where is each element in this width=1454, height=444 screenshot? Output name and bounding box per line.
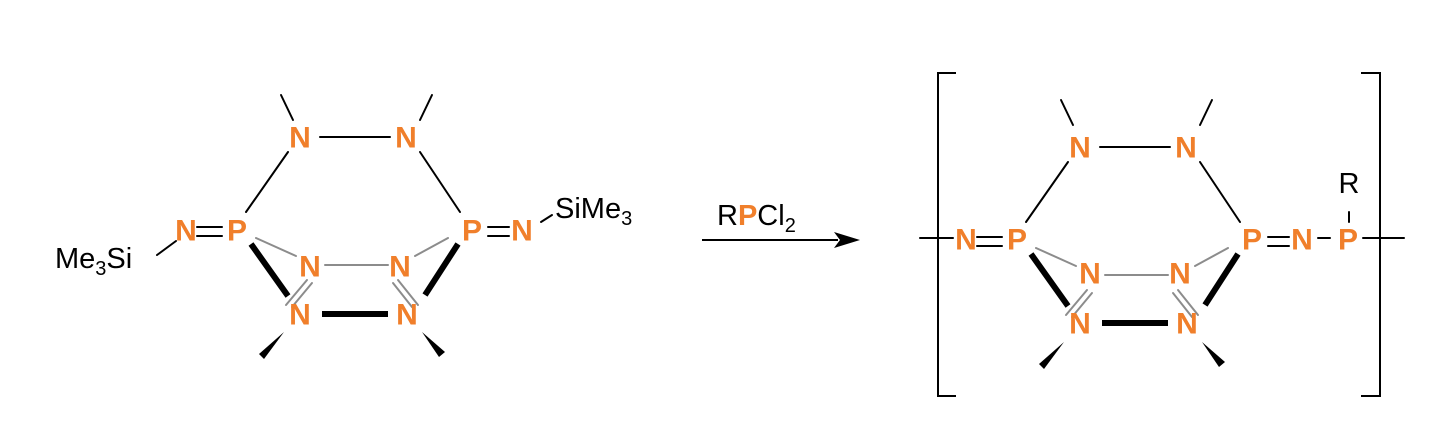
bonds-front (156, 94, 553, 256)
nitrogen-atom: N (175, 215, 197, 248)
wedge-bond (422, 332, 445, 357)
nitrogen-atom: N (1069, 308, 1091, 341)
r-substituent-label: R (1339, 168, 1360, 200)
nitrogen-atom: N (1169, 258, 1191, 291)
wedge-bond (1202, 342, 1225, 367)
trimethylsilyl-label-right: SiMe3 (555, 193, 632, 230)
nitrogen-atom: N (511, 215, 533, 248)
phosphorus-atom: P (1338, 224, 1358, 257)
nitrogen-atom: N (1175, 132, 1197, 165)
wedge-bond (259, 332, 284, 359)
nitrogen-atom: N (395, 122, 417, 155)
phosphorus-atom: P (462, 215, 482, 248)
nitrogen-atom: N (955, 224, 977, 257)
bonds-back (255, 237, 449, 308)
bonds-back (1035, 247, 1229, 318)
nitrogen-atom: N (1069, 132, 1091, 165)
nitrogen-atom: N (289, 122, 311, 155)
reaction-arrow (702, 232, 860, 248)
wedge-bond (1039, 342, 1064, 369)
nitrogen-atom: N (389, 251, 411, 284)
starting-material: N N N P P N N N N N Me3Si SiMe3 (55, 94, 632, 359)
nitrogen-atom: N (299, 251, 321, 284)
left-bracket (937, 72, 956, 397)
nitrogen-atom: N (289, 299, 311, 332)
right-bracket (1361, 72, 1381, 397)
reagent-label: RPCl2 (717, 200, 796, 237)
phosphorus-atom: P (1007, 224, 1027, 257)
phosphorus-atom: P (227, 215, 247, 248)
nitrogen-atom: N (1176, 308, 1198, 341)
nitrogen-atom: N (1079, 258, 1101, 291)
product: N N N P P N P N N N N R (919, 72, 1405, 397)
bonds-front (919, 99, 1405, 247)
trimethylsilyl-label-left: Me3Si (55, 243, 132, 280)
nitrogen-atom: N (396, 299, 418, 332)
bonds-bold (1028, 252, 1241, 326)
nitrogen-atom: N (1291, 224, 1313, 257)
bonds-bold (248, 242, 461, 317)
phosphorus-atom: P (1242, 224, 1262, 257)
